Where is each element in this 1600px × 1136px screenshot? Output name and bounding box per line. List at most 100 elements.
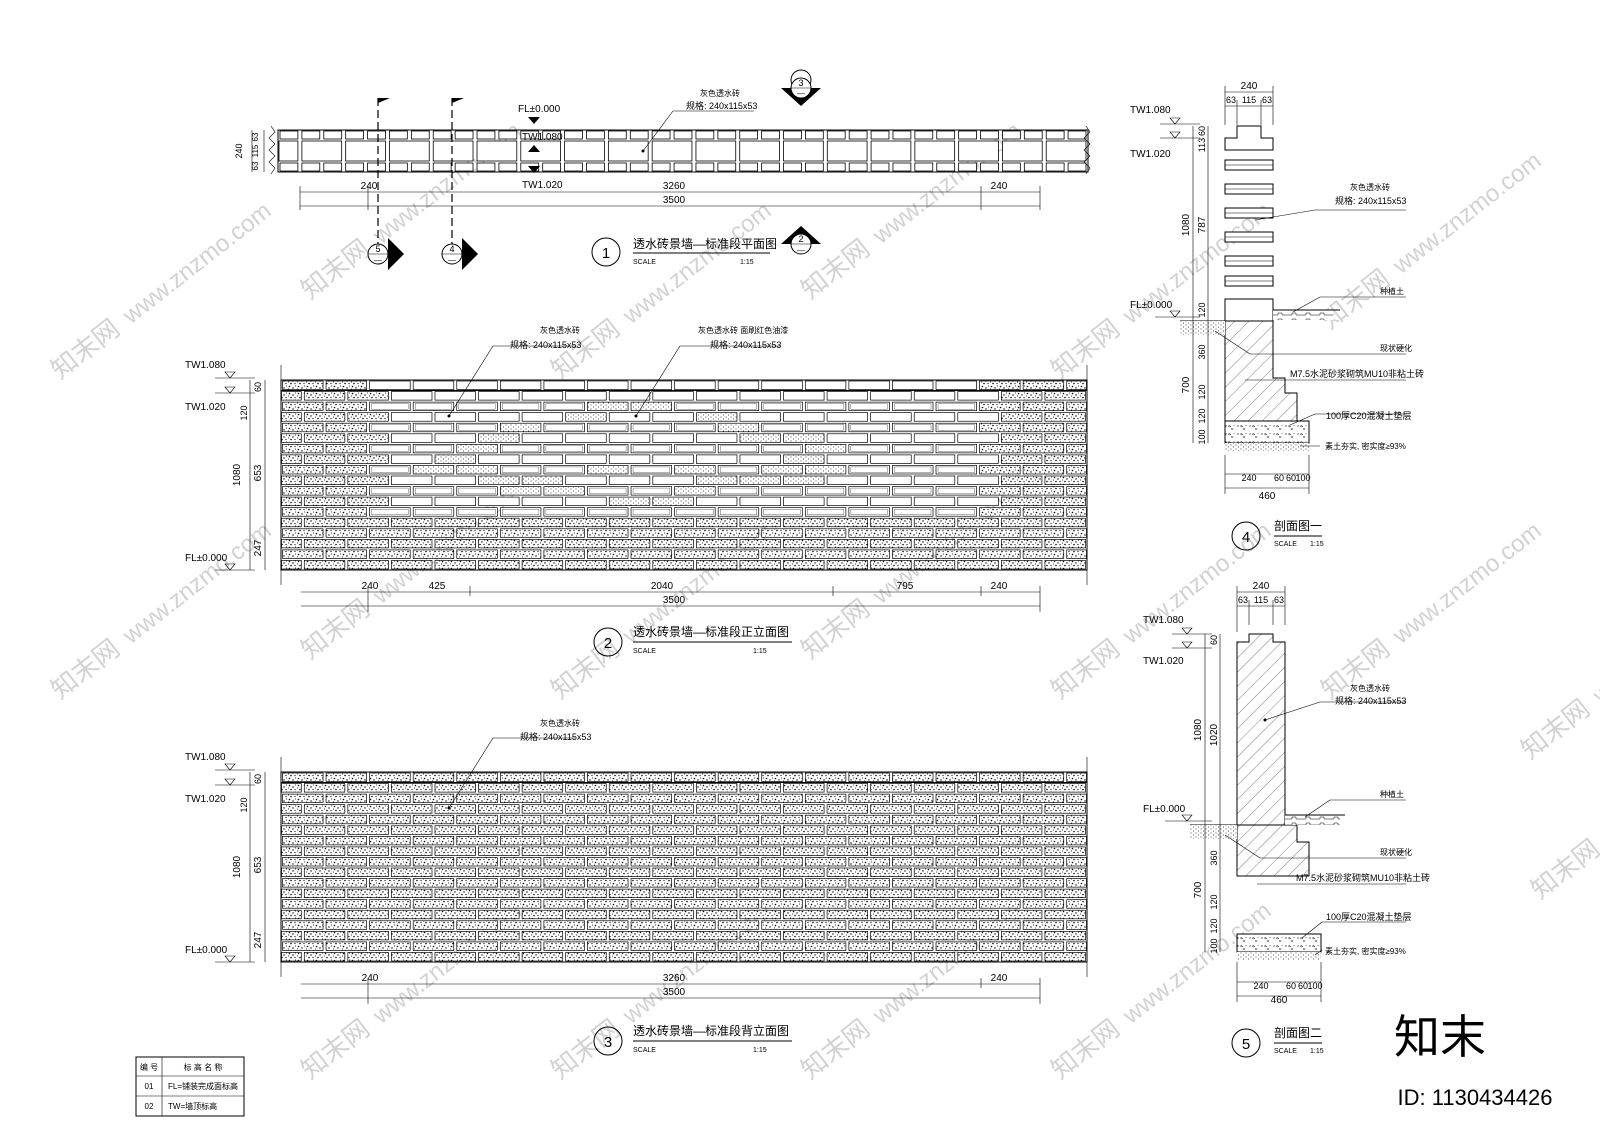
wall-brick (870, 454, 912, 464)
wall-brick (1066, 549, 1087, 559)
wall-brick (783, 475, 825, 485)
wall-brick (1044, 909, 1086, 920)
wall-brick (347, 391, 389, 401)
wall-brick (521, 454, 564, 464)
wall-brick (870, 867, 912, 877)
wall-brick (1066, 814, 1087, 825)
wall-brick (543, 507, 585, 517)
wall-brick (412, 380, 455, 390)
wall-brick (478, 867, 520, 877)
wall-brick (565, 825, 607, 835)
wall-brick (783, 804, 825, 814)
wall-brick (1022, 528, 1065, 538)
wall-brick (1001, 867, 1043, 877)
wall-brick-inner (458, 487, 496, 494)
s1-label-concrete: 100厚C20混凝土垫层 (1326, 410, 1412, 421)
wall-brick (587, 772, 629, 782)
wall-brick (303, 454, 346, 464)
wall-brick (674, 422, 716, 433)
wall-brick (499, 443, 542, 454)
wall-brick (608, 496, 651, 507)
wall-brick (456, 401, 498, 412)
wall-brick (913, 433, 956, 443)
wall-brick (892, 793, 934, 804)
plan-dim-63b: 63 (251, 161, 260, 170)
wall-brick (347, 412, 389, 422)
wall-brick-inner (720, 509, 757, 515)
wall-brick (652, 391, 694, 401)
wall-brick (608, 538, 651, 549)
wall-brick (717, 549, 760, 559)
wall-brick (696, 454, 738, 464)
wall-brick (325, 528, 367, 538)
plan-brick (1045, 140, 1087, 162)
wall-brick (826, 517, 869, 528)
back-scale: 1:15 (753, 1047, 767, 1054)
s2-title-text: 剖面图二 (1274, 1026, 1322, 1040)
plan-brick (980, 130, 999, 140)
wall-brick (935, 878, 977, 888)
front-label-b-spec: 规格: 240x115x53 (710, 339, 781, 350)
wall-brick (935, 549, 977, 559)
wall-brick (761, 380, 803, 390)
wall-brick (848, 899, 890, 909)
marker-2-num: 2 (798, 234, 803, 244)
wall-brick (521, 412, 564, 422)
wall-brick-inner (763, 509, 801, 515)
wall-brick (521, 867, 564, 877)
wall-brick-inner (632, 466, 670, 473)
s2-title-block: 5 剖面图二 SCALE 1:15 (1231, 1026, 1324, 1058)
plan-dim-bottom-240a: 240 (361, 181, 378, 192)
wall-brick (565, 909, 607, 920)
wall-brick (652, 412, 694, 422)
wall-brick (979, 549, 1021, 559)
wall-brick (478, 538, 520, 549)
plan-brick (476, 130, 496, 140)
wall-brick (696, 538, 738, 549)
wall-brick (1022, 422, 1065, 433)
wall-brick (630, 486, 672, 496)
wall-brick (281, 783, 302, 793)
legend-table: 编 号 标 高 名 称 01 FL=铺装完成面标高 02 TW=墙顶标高 (135, 1056, 245, 1117)
plan-brick (805, 130, 824, 140)
plan-brick (870, 162, 890, 172)
wall-brick (652, 517, 694, 528)
wall-brick (434, 804, 476, 814)
wall-brick (957, 560, 999, 570)
wall-brick (282, 486, 324, 496)
plan-brick (717, 162, 737, 172)
wall-brick (521, 825, 564, 835)
wall-brick (587, 443, 629, 454)
wall-brick (630, 814, 672, 825)
wall-brick (391, 433, 433, 443)
wall-brick (434, 867, 476, 877)
wall-brick (347, 475, 389, 485)
wall-brick (1066, 422, 1087, 433)
plan-brick (454, 130, 474, 140)
plan-section-marker-5: 5 — (367, 238, 404, 270)
wall-brick (957, 475, 999, 485)
s1-level-top2: TW1.020 (1130, 149, 1171, 160)
wall-brick (369, 465, 411, 475)
wall-brick (848, 486, 890, 496)
wall-brick (913, 391, 956, 401)
wall-brick (717, 857, 760, 867)
wall-brick-inner (502, 445, 540, 452)
wall-brick (281, 909, 302, 920)
wall-brick (412, 857, 455, 867)
wall-brick-inner (937, 424, 975, 431)
wall-brick (826, 391, 869, 401)
wall-brick (1001, 846, 1043, 856)
wall-brick (608, 475, 651, 485)
wall-brick-inner (502, 509, 540, 515)
plan-brick (980, 162, 999, 172)
wall-brick (848, 465, 890, 475)
wall-brick (848, 443, 890, 454)
wall-brick (892, 814, 934, 825)
wall-brick (434, 454, 476, 464)
wall-brick (1044, 846, 1086, 856)
plan-level-fl: FL±0.000 (518, 104, 561, 115)
wall-brick (783, 560, 825, 570)
watermark-brand: 知末网 (295, 593, 375, 665)
